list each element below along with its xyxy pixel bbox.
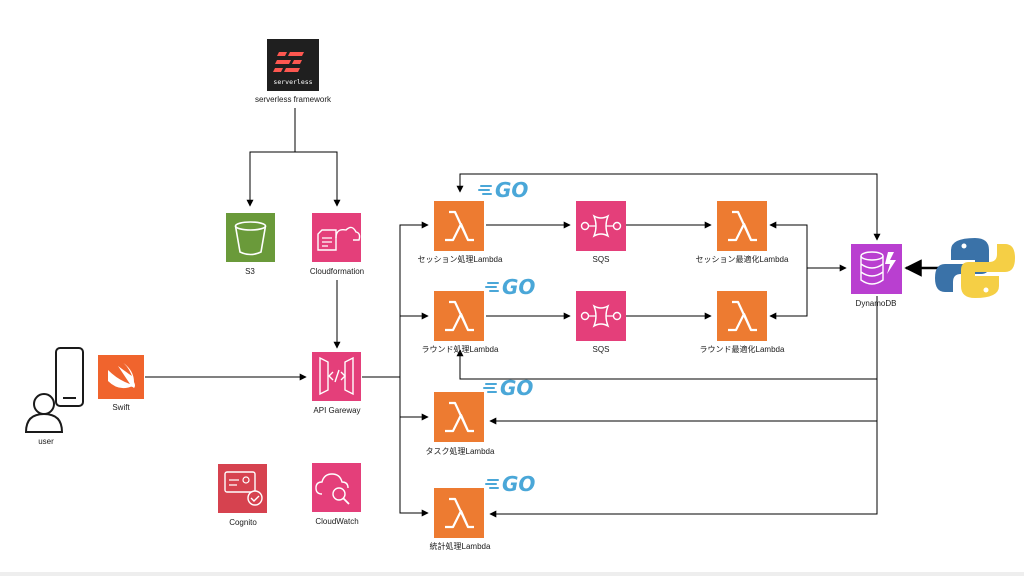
dynamodb-label: DynamoDB: [856, 299, 897, 308]
canvas-footer-bar: [0, 572, 1024, 576]
sqs-2-label: SQS: [593, 345, 610, 354]
node-lambda-round-opt: ラウンド最適化Lambda: [700, 291, 785, 354]
lambda-task-label: タスク処理Lambda: [426, 446, 495, 456]
serverless-logo-icon: [267, 39, 319, 91]
go-gopher-logo-icon: [478, 177, 530, 203]
sqs-1-label: SQS: [593, 255, 610, 264]
edge-apigw-stats: [399, 417, 429, 517]
edge-serverless-s3: [246, 108, 296, 207]
node-user: user: [24, 347, 84, 446]
user-with-phone-icon: [24, 347, 84, 433]
node-lambda-session: セッション処理Lambda: [418, 177, 530, 264]
node-lambda-round: ラウンド処理Lambda: [422, 274, 537, 354]
lambda-session-opt-label: セッション最適化Lambda: [696, 254, 789, 264]
go-gopher-logo-icon: [485, 471, 537, 497]
s3-label: S3: [245, 267, 255, 276]
serverless-label: serverless framework: [255, 95, 332, 104]
apigateway-label: API Gareway: [313, 406, 360, 415]
node-lambda-task: タスク処理Lambda: [426, 375, 535, 456]
user-label: user: [38, 437, 54, 446]
node-cognito: Cognito: [218, 464, 267, 527]
node-lambda-session-opt: セッション最適化Lambda: [696, 201, 789, 264]
node-cloudformation: Cloudformation: [310, 213, 364, 276]
edge-dynamo-round: [456, 296, 878, 380]
lambda-stats-label: 統計処理Lambda: [430, 541, 491, 551]
edge-dynamo-task: [489, 379, 878, 425]
go-gopher-logo-icon: [483, 375, 535, 401]
cloudformation-label: Cloudformation: [310, 267, 364, 276]
node-s3: S3: [226, 213, 275, 276]
node-serverless: serverless serverless framework: [255, 39, 332, 104]
node-dynamodb: DynamoDB: [851, 244, 902, 308]
cloudwatch-icon: [312, 463, 361, 512]
node-sqs-1: SQS: [576, 201, 626, 264]
edge-session-dynamo-loop: [456, 173, 881, 241]
swift-label: Swift: [112, 403, 130, 412]
cognito-label: Cognito: [229, 518, 257, 527]
lambda-round-label: ラウンド処理Lambda: [422, 344, 499, 354]
cloudwatch-label: CloudWatch: [315, 517, 358, 526]
lambda-round-opt-label: ラウンド最適化Lambda: [700, 344, 785, 354]
serverless-logo-text: serverless: [273, 78, 312, 86]
node-cloudwatch: CloudWatch: [312, 463, 361, 526]
sqs-icon: [576, 201, 626, 251]
go-gopher-logo-icon: [485, 274, 537, 300]
edge-dynamo-stats: [489, 421, 878, 518]
lambda-session-label: セッション処理Lambda: [418, 254, 503, 264]
node-lambda-stats: 統計処理Lambda: [430, 471, 537, 551]
python-logo-icon: [935, 238, 1015, 298]
edge-apigw-session: [362, 221, 429, 378]
edges: [145, 108, 947, 518]
dynamodb-icon: [851, 244, 902, 294]
edge-apigw-task: [399, 377, 429, 421]
swift-logo-icon: [98, 355, 144, 399]
node-sqs-2: SQS: [576, 291, 626, 354]
edge-serverless-cloudformation: [295, 151, 341, 207]
node-swift: Swift: [98, 355, 144, 412]
edge-dynamo-round-opt: [769, 268, 808, 320]
node-apigateway: API Gareway: [312, 352, 361, 415]
sqs-icon: [576, 291, 626, 341]
